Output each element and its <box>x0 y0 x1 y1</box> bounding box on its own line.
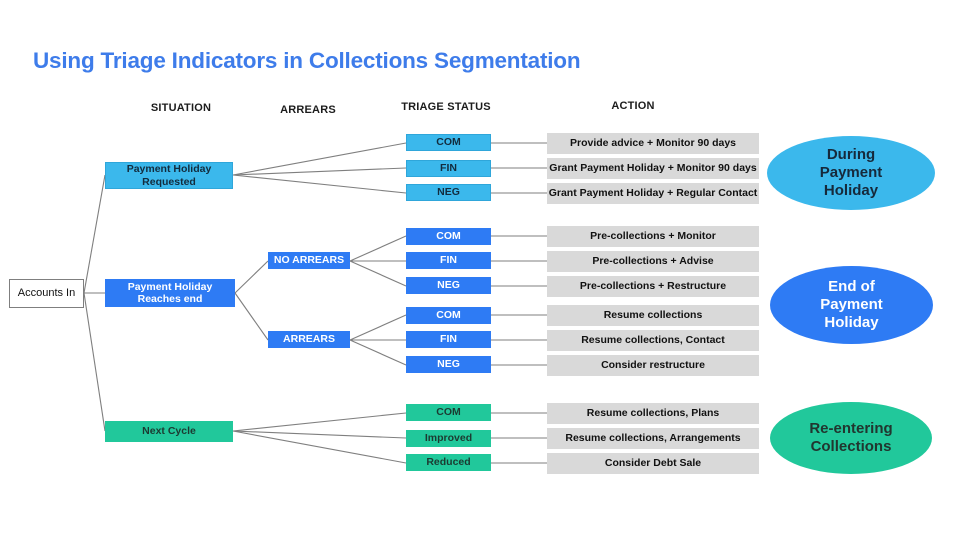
situation-payment-holiday-requested: Payment Holiday Requested <box>105 162 233 189</box>
action-node: Resume collections, Arrangements <box>547 428 759 449</box>
triage-node: Improved <box>406 430 491 447</box>
triage-node: FIN <box>406 252 491 269</box>
triage-node: FIN <box>406 331 491 348</box>
action-node: Grant Payment Holiday + Monitor 90 days <box>547 158 759 179</box>
action-node: Consider Debt Sale <box>547 453 759 474</box>
action-node: Resume collections, Plans <box>547 403 759 424</box>
page-title: Using Triage Indicators in Collections S… <box>33 48 581 73</box>
outcome-during-payment-holiday: During Payment Holiday <box>767 136 935 210</box>
action-node: Pre-collections + Advise <box>547 251 759 272</box>
action-node: Grant Payment Holiday + Regular Contact <box>547 183 759 204</box>
situation-next-cycle: Next Cycle <box>105 421 233 442</box>
column-header-arrears: ARREARS <box>280 104 336 116</box>
triage-node: NEG <box>406 356 491 373</box>
triage-node: Reduced <box>406 454 491 471</box>
triage-node: NEG <box>406 184 491 201</box>
action-node: Resume collections <box>547 305 759 326</box>
action-node: Pre-collections + Restructure <box>547 276 759 297</box>
triage-node: FIN <box>406 160 491 177</box>
triage-node: COM <box>406 404 491 421</box>
accounts-in-node: Accounts In <box>9 279 84 308</box>
triage-node: NEG <box>406 277 491 294</box>
action-node: Pre-collections + Monitor <box>547 226 759 247</box>
triage-node: COM <box>406 134 491 151</box>
column-header-action: ACTION <box>611 100 655 112</box>
column-header-situation: SITUATION <box>150 102 212 114</box>
arrears-node-no-arrears: NO ARREARS <box>268 252 350 269</box>
outcome-end-of-payment-holiday: End of Payment Holiday <box>770 266 933 344</box>
column-header-triage-status: TRIAGE STATUS <box>401 101 491 113</box>
triage-node: COM <box>406 228 491 245</box>
action-node: Resume collections, Contact <box>547 330 759 351</box>
action-node: Provide advice + Monitor 90 days <box>547 133 759 154</box>
action-node: Consider restructure <box>547 355 759 376</box>
triage-node: COM <box>406 307 491 324</box>
outcome-re-entering-collections: Re-entering Collections <box>770 402 932 474</box>
situation-payment-holiday-reaches-end: Payment Holiday Reaches end <box>105 279 235 307</box>
arrears-node-arrears: ARREARS <box>268 331 350 348</box>
